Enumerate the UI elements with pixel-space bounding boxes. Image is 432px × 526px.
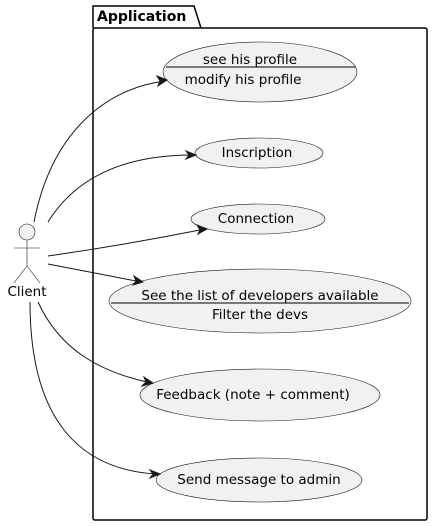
assoc-connection-arrowhead (195, 223, 209, 236)
assoc-developers-arrowhead (131, 274, 145, 286)
associations (29, 74, 209, 480)
usecase-inscription-label: Inscription (222, 145, 293, 161)
usecase-profile-line1: see his profile (203, 52, 297, 68)
usecase-connection-ellipse (190, 203, 326, 235)
actor-right-leg (26, 265, 41, 284)
usecase-developers-line2: Filter the devs (212, 307, 308, 323)
usecase-inscription-ellipse (194, 137, 324, 169)
assoc-feedback (37, 301, 152, 384)
assoc-message-arrowhead (148, 468, 162, 480)
actor-left-leg (13, 265, 28, 284)
usecase-profile[interactable]: see his profile modify his profile (162, 41, 358, 103)
actor-label: Client (7, 284, 46, 300)
assoc-connection (47, 228, 206, 257)
usecase-inscription[interactable]: Inscription (194, 137, 324, 169)
actor-head (18, 223, 36, 241)
usecase-profile-ellipse (162, 41, 358, 103)
assoc-profile-arrowhead (155, 74, 169, 88)
usecase-message-ellipse (155, 457, 363, 503)
package-title: Application (97, 9, 186, 25)
usecase-developers-ellipse (108, 268, 412, 334)
usecase-connection-label: Connection (218, 211, 294, 227)
assoc-inscription-arrowhead (184, 149, 198, 161)
assoc-developers (47, 263, 142, 283)
assoc-feedback-arrowhead (140, 375, 155, 387)
usecase-developers[interactable]: See the list of developers available Fil… (108, 268, 412, 334)
assoc-profile (33, 80, 166, 223)
usecase-connection[interactable]: Connection (190, 203, 326, 235)
assoc-message (29, 301, 158, 475)
assoc-inscription (47, 154, 194, 223)
usecase-profile-line2: modify his profile (185, 72, 302, 88)
actor-client[interactable]: Client (7, 223, 47, 300)
usecase-message[interactable]: Send message to admin (155, 457, 363, 503)
usecase-feedback[interactable]: Feedback (note + comment) (139, 368, 381, 422)
package-tab (92, 5, 202, 29)
usecase-feedback-label: Feedback (note + comment) (156, 387, 350, 403)
usecase-developers-line1: See the list of developers available (141, 288, 378, 304)
usecase-message-label: Send message to admin (177, 472, 340, 488)
usecase-feedback-ellipse (139, 368, 381, 422)
